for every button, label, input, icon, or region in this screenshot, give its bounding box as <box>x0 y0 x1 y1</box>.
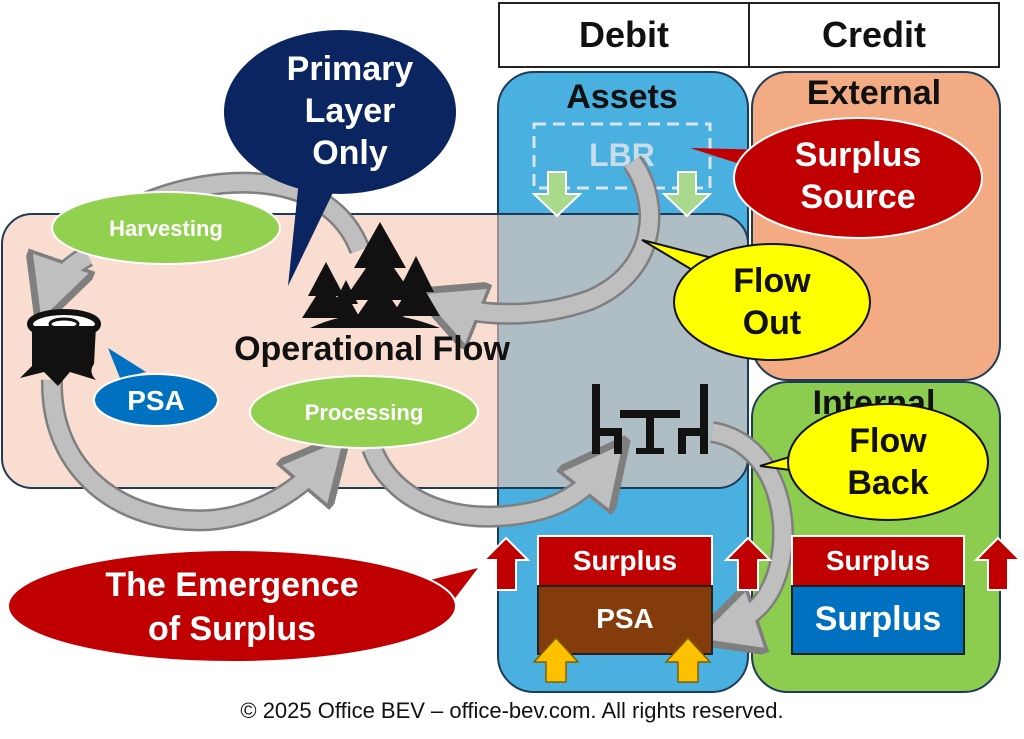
svg-text:Flow: Flow <box>733 262 811 300</box>
internal-surplus-bottom-box: Surplus <box>791 585 965 655</box>
external-title: External <box>807 74 941 112</box>
red-up-arrows <box>481 536 1023 591</box>
table-chairs-icon <box>592 384 708 454</box>
flow-out-callout: Flow Out <box>641 239 871 361</box>
tree-forest-icon <box>302 222 440 328</box>
svg-text:Surplus: Surplus <box>795 136 922 174</box>
flow-arrows <box>48 155 794 632</box>
copyright-notice: © 2025 Office BEV – office-bev.com. All … <box>240 698 784 723</box>
svg-text:Processing: Processing <box>305 400 424 425</box>
svg-text:Surplus: Surplus <box>573 545 677 576</box>
flow-back-callout: Flow Back <box>759 403 989 521</box>
svg-text:Surplus: Surplus <box>826 545 930 576</box>
down-arrow-left <box>531 171 583 218</box>
assets-surplus-box: Surplus <box>537 535 713 587</box>
svg-text:PSA: PSA <box>127 385 185 416</box>
assets-title: Assets <box>566 78 678 116</box>
emergence-callout: The Emergence of Surplus <box>7 549 478 663</box>
svg-text:Only: Only <box>312 134 388 172</box>
svg-text:of Surplus: of Surplus <box>148 610 316 648</box>
lbr-box <box>532 122 712 190</box>
psa-callout: PSA <box>93 348 219 427</box>
svg-text:Surplus: Surplus <box>815 600 942 638</box>
harvesting-oval: Harvesting <box>51 191 281 265</box>
internal-surplus-top-box: Surplus <box>791 535 965 587</box>
svg-text:Harvesting: Harvesting <box>109 216 223 241</box>
tree-stump-icon <box>20 309 101 386</box>
surplus-source-callout: Surplus Source <box>690 117 983 239</box>
yellow-up-arrows <box>532 636 712 683</box>
svg-text:Flow: Flow <box>849 422 927 460</box>
credit-header: Credit <box>748 2 1000 68</box>
operational-flow-label: Operational Flow <box>234 330 510 368</box>
svg-text:Back: Back <box>847 464 928 502</box>
svg-text:Out: Out <box>743 304 802 342</box>
svg-text:Layer: Layer <box>305 92 396 130</box>
svg-text:Source: Source <box>800 178 915 216</box>
svg-text:PSA: PSA <box>596 603 654 634</box>
svg-text:The Emergence: The Emergence <box>105 566 358 604</box>
svg-text:Primary: Primary <box>287 50 414 88</box>
primary-layer-callout: Primary Layer Only <box>224 30 456 286</box>
processing-oval: Processing <box>249 375 479 449</box>
down-arrow-right <box>661 171 713 218</box>
debit-header: Debit <box>498 2 750 68</box>
